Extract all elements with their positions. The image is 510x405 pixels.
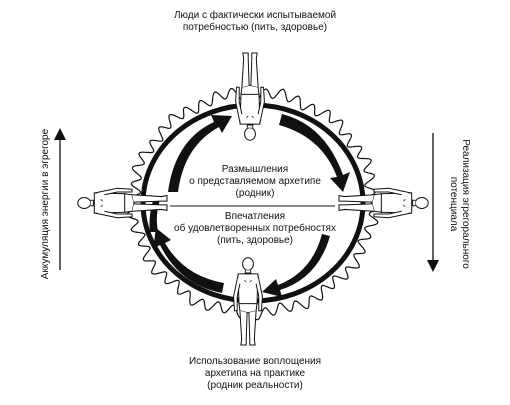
top-label-line-1: Люди с фактически испытываемой <box>173 10 337 21</box>
right-side-line-2: потенциала <box>448 176 459 232</box>
top-label-line-2: потребностью (пить, здоровье) <box>182 22 328 33</box>
arrow-inner-left <box>149 198 160 232</box>
center-lower-line-1: Впечатления <box>224 211 286 222</box>
right-side-line-1: Реализация эгрегорального <box>460 139 471 269</box>
left-side-text: Аккумуляция энергии в эгрегоре <box>40 128 51 280</box>
figure-left-horizontal <box>77 187 168 219</box>
right-side-label: Реализация эгрегорального потенциала <box>447 139 471 269</box>
left-up-arrow <box>54 128 66 270</box>
arrow-bottom-left <box>153 228 224 293</box>
center-upper-line-3: (родник) <box>235 188 275 199</box>
cycle-arrows <box>149 114 350 297</box>
arrow-bottom-right <box>262 234 330 297</box>
bottom-label-line-1: Использование воплощения <box>188 356 322 367</box>
bottom-label-line-2: архетипа на практике <box>204 368 306 379</box>
right-down-arrow <box>427 133 439 272</box>
arrow-top-left <box>168 115 232 192</box>
center-upper-line-2: о представляемом архетипе <box>189 176 321 187</box>
figure-bottom-upright <box>233 257 263 346</box>
arrow-top-right <box>279 114 350 192</box>
center-lower-line-2: об удовлетворенных потребностях <box>174 223 336 234</box>
figure-right-horizontal <box>338 187 429 219</box>
figure-top-inverted <box>235 52 265 141</box>
left-side-label: Аккумуляция энергии в эгрегоре <box>40 129 52 279</box>
bottom-label: Использование воплощения архетипа на пра… <box>170 356 340 392</box>
top-label: Люди с фактически испытываемой потребнос… <box>160 10 350 34</box>
center-lower-line-3: (пить, здоровье) <box>217 235 293 246</box>
center-lower-label: Впечатления об удовлетворенных потребнос… <box>170 211 340 247</box>
bottom-label-line-3: (родник реальности) <box>207 380 303 391</box>
center-upper-label: Размышления о представляемом архетипе (р… <box>180 164 330 200</box>
center-upper-line-1: Размышления <box>221 164 289 175</box>
